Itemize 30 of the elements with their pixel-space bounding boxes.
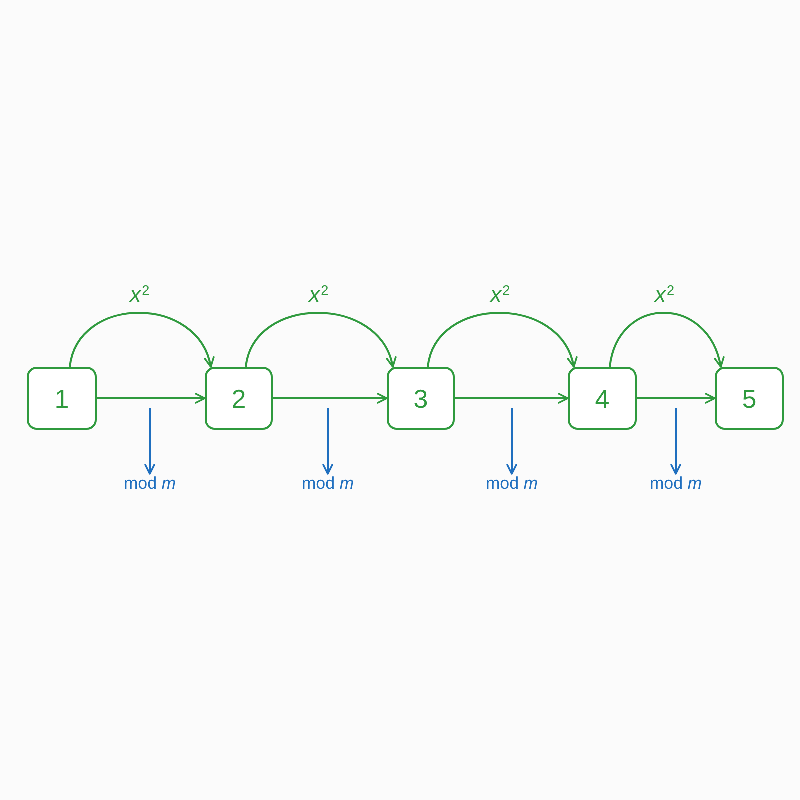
node-text: 1 [54, 386, 70, 412]
node-text: 5 [742, 386, 757, 412]
node-text: 3 [414, 386, 428, 412]
operation-label: mod m [486, 474, 538, 494]
number-box [27, 367, 97, 430]
arrow [273, 393, 388, 404]
operation-label: mod m [650, 474, 702, 494]
curved-arrow [245, 312, 396, 368]
down-arrow [506, 408, 518, 475]
arrow [97, 393, 206, 404]
edge-label: x$^{2}$ [309, 283, 329, 307]
arrow [455, 393, 569, 404]
node-text: 4 [595, 386, 610, 412]
operation-label: mod m [302, 474, 354, 494]
down-arrow [144, 408, 156, 475]
number-box [387, 367, 455, 430]
arrow [637, 393, 716, 404]
down-arrow [670, 408, 682, 475]
edge-label: x$^{2}$ [490, 283, 510, 307]
operation-label: mod m [124, 474, 176, 494]
edge-label: x$^{2}$ [655, 283, 675, 307]
number-box [568, 367, 637, 430]
node-text: 2 [232, 386, 246, 412]
curved-arrow [427, 312, 576, 368]
number-box [715, 367, 784, 430]
edge-label: x$^{2}$ [130, 283, 150, 307]
curved-arrow [69, 312, 214, 368]
down-arrow [322, 408, 334, 475]
number-box [205, 367, 273, 430]
curved-arrow [609, 312, 724, 368]
